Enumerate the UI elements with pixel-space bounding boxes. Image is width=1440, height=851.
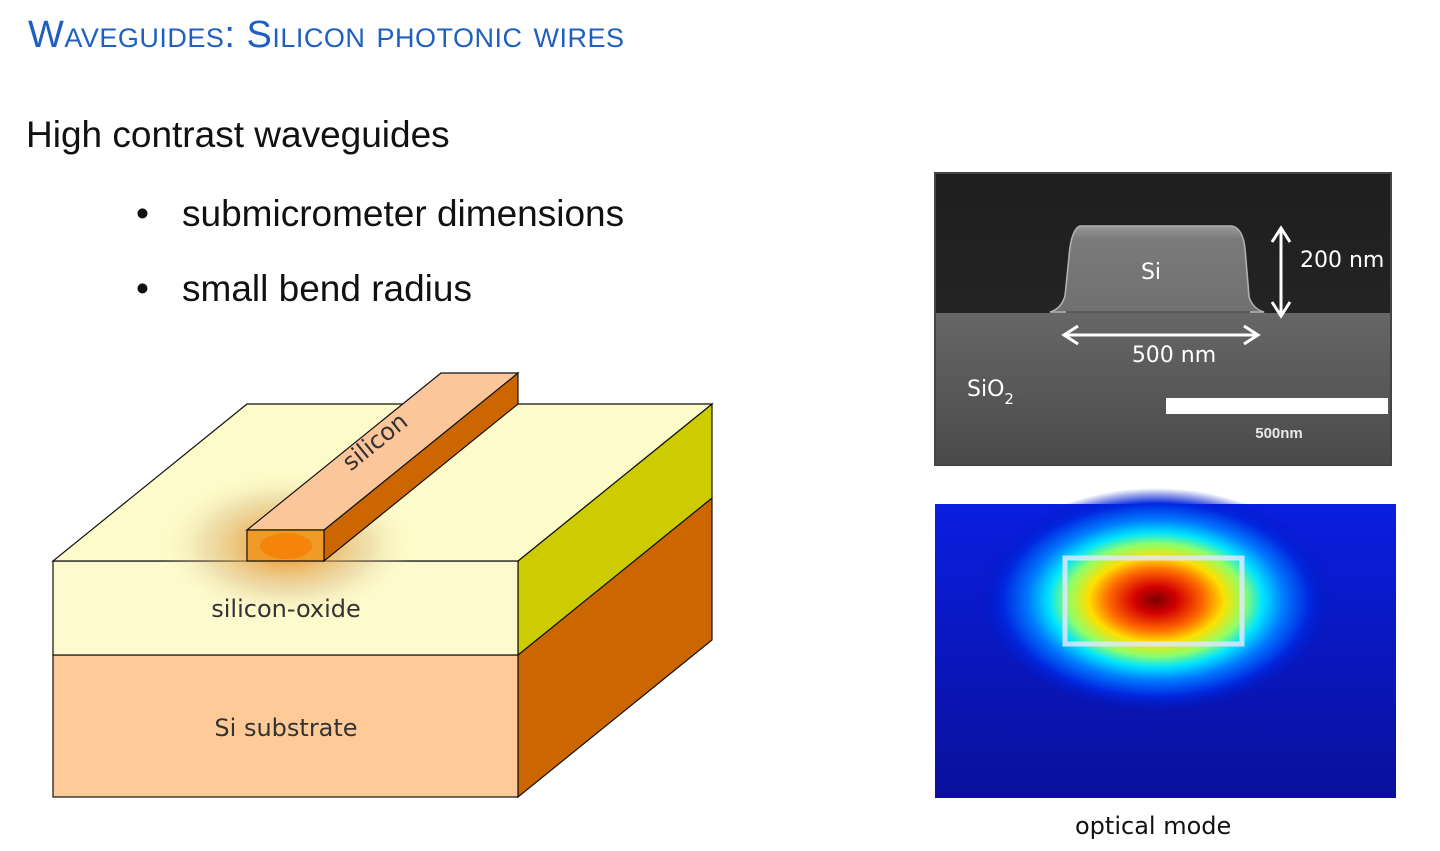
mode-field — [978, 488, 1334, 712]
sem-oxide-label: SiO2 — [967, 377, 1014, 408]
mode-hotspot — [260, 533, 312, 559]
waveguide-outline — [1062, 555, 1245, 647]
bullet-marker: • — [136, 268, 149, 309]
sem-silicon-core — [1049, 225, 1265, 313]
substrate-front-face — [52, 654, 519, 798]
bullet-marker: • — [136, 193, 149, 234]
optical-mode-image — [935, 488, 1396, 798]
sem-height-label: 200 nm — [1300, 248, 1384, 273]
scale-bar — [1166, 398, 1388, 414]
optical-mode-caption: optical mode — [1075, 812, 1232, 840]
oxide-label: silicon-oxide — [211, 595, 361, 623]
bullet-item: • submicrometer dimensions — [136, 193, 624, 235]
substrate-label: Si substrate — [214, 714, 357, 742]
bullet-text: submicrometer dimensions — [182, 193, 625, 234]
sem-si-label: Si — [1141, 260, 1161, 285]
bullet-item: • small bend radius — [136, 268, 472, 310]
waveguide-3d-diagram: silicon silicon-oxide Si substrate — [51, 371, 714, 799]
height-arrow — [1270, 225, 1292, 319]
sem-cross-section: Si 200 nm 500 nm SiO2 500nm — [934, 172, 1392, 466]
sem-width-label: 500 nm — [1132, 343, 1216, 368]
slide-subtitle: High contrast waveguides — [26, 114, 450, 155]
scale-bar-label: 500nm — [1255, 425, 1303, 442]
slide-title: Waveguides: Silicon photonic wires — [28, 14, 625, 56]
width-arrow — [1061, 324, 1261, 346]
bullet-text: small bend radius — [182, 268, 472, 309]
